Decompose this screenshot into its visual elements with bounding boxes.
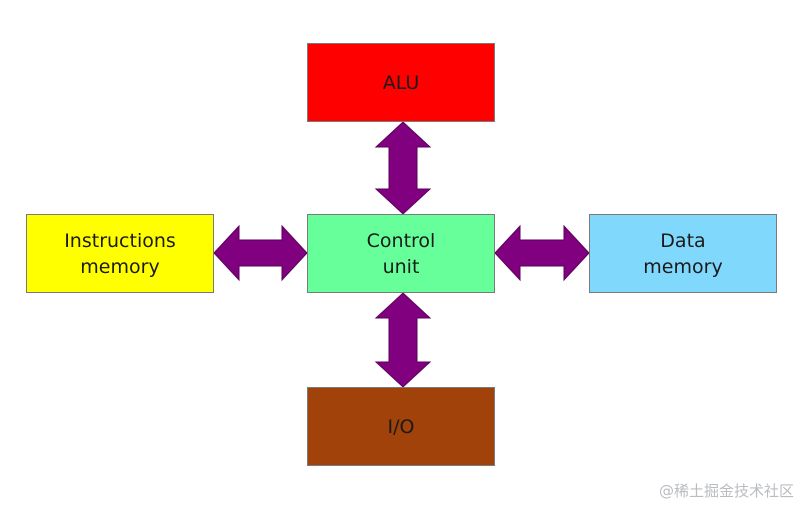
io-label: I/O — [387, 415, 415, 438]
control-unit-label: Control unit — [366, 229, 436, 278]
io-box: I/O — [307, 387, 495, 466]
arrow-instructions-control — [213, 224, 308, 282]
arrow-alu-control — [374, 121, 432, 215]
data-memory-label: Data memory — [643, 229, 723, 278]
instructions-memory-label: Instructions memory — [64, 229, 176, 278]
watermark-text: @稀土掘金技术社区 — [658, 482, 794, 500]
alu-box: ALU — [307, 43, 495, 122]
alu-label: ALU — [382, 71, 420, 94]
arrow-control-data — [494, 224, 590, 282]
data-memory-box: Data memory — [589, 214, 777, 293]
instructions-memory-box: Instructions memory — [26, 214, 214, 293]
arrow-control-io — [374, 292, 432, 388]
control-unit-box: Control unit — [307, 214, 495, 293]
